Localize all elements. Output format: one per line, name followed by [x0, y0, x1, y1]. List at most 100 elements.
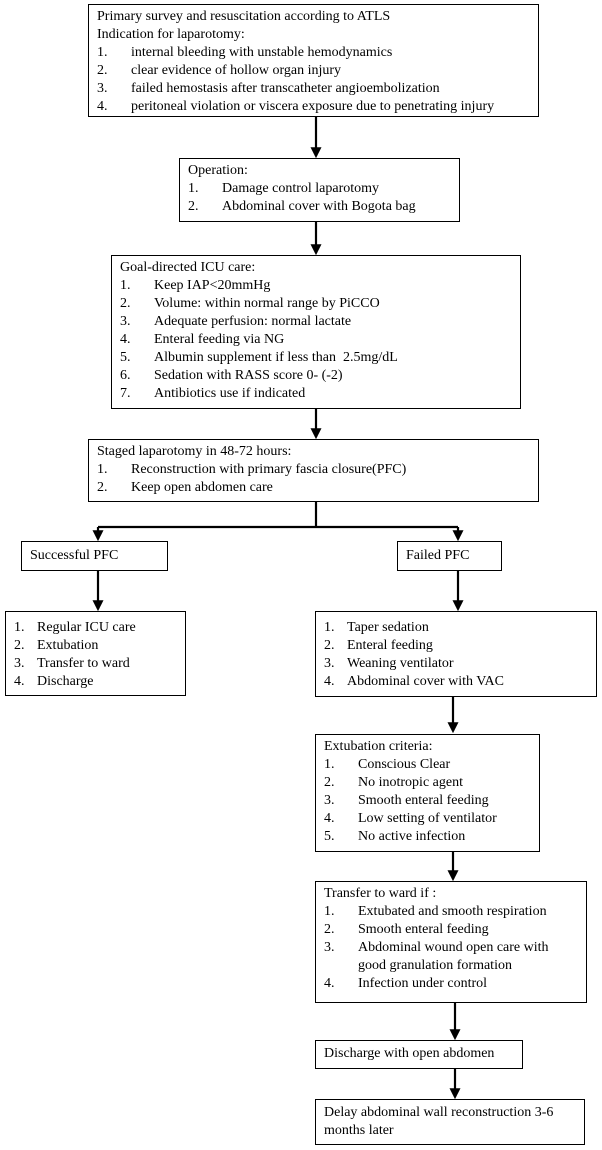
item-number: 4. [324, 674, 335, 689]
list-item: 1.Taper sedation [324, 619, 588, 637]
item-number: 5. [120, 350, 131, 365]
list-item: 3. Smooth enteral feeding [324, 792, 531, 810]
transfer-criteria-title: Transfer to ward if : [324, 886, 437, 901]
extubation-criteria-title: Extubation criteria: [324, 739, 433, 754]
item-text: Damage control laparotomy [222, 181, 380, 196]
list-item: 4. Enteral feeding via NG [120, 331, 512, 349]
item-text: Transfer to ward [37, 656, 130, 671]
item-text: Sedation with RASS score 0- (-2) [154, 368, 343, 383]
item-number: 2. [324, 922, 335, 937]
failed-pfc-box: Failed PFC [397, 541, 502, 571]
transfer-criteria-list: 1.Extubated and smooth respiration 2.Smo… [324, 903, 578, 993]
item-text: Smooth enteral feeding [358, 922, 489, 937]
item-text: Abdominal wound open care with good gran… [358, 940, 549, 973]
item-number: 1. [14, 620, 25, 635]
staged-laparotomy-list: 1.Reconstruction with primary fascia clo… [97, 461, 530, 497]
list-item: 2. Keep open abdomen care [97, 479, 530, 497]
list-item: 5.No active infection [324, 828, 531, 846]
item-text: Volume: within normal range by PiCCO [154, 296, 380, 311]
item-text: Extubation [37, 638, 99, 653]
item-text: Weaning ventilator [347, 656, 454, 671]
item-number: 4. [97, 99, 108, 114]
item-text: Regular ICU care [37, 620, 136, 635]
item-number: 2. [324, 638, 335, 653]
item-number: 1. [97, 45, 108, 60]
item-text: Taper sedation [347, 620, 429, 635]
item-text: peritoneal violation or viscera exposure… [131, 99, 495, 114]
delay-reconstruction-label: Delay abdominal wall reconstruction 3-6 … [324, 1105, 554, 1138]
survey-list: 1. internal bleeding with unstable hemody… [97, 44, 530, 116]
item-number: 1. [188, 181, 199, 196]
icu-care-list: 1.Keep IAP<20mmHg 2. Volume: within norma… [120, 277, 512, 403]
extubation-criteria-list: 1. Conscious Clear 2.No inotropic agent 3… [324, 756, 531, 846]
item-text: Discharge [37, 674, 94, 689]
list-item: 2.No inotropic agent [324, 774, 531, 792]
item-text: Smooth enteral feeding [358, 793, 489, 808]
item-text: clear evidence of hollow organ injury [131, 63, 342, 78]
discharge-box: Discharge with open abdomen [315, 1040, 523, 1069]
list-item: 1. Damage control laparotomy [188, 180, 451, 198]
item-number: 7. [120, 386, 131, 401]
item-text: Abdominal cover with Bogota bag [222, 199, 416, 214]
item-number: 4. [324, 976, 335, 991]
item-number: 3. [120, 314, 131, 329]
list-item: 7.Antibiotics use if indicated [120, 385, 512, 403]
list-item: 2. Abdominal cover with Bogota bag [188, 198, 451, 216]
item-number: 2. [120, 296, 131, 311]
delay-reconstruction-box: Delay abdominal wall reconstruction 3-6 … [315, 1099, 585, 1145]
item-text: Enteral feeding [347, 638, 433, 653]
item-number: 4. [14, 674, 25, 689]
survey-subtitle: Indication for laparotomy: [97, 27, 245, 42]
item-number: 3. [324, 656, 335, 671]
item-number: 3. [14, 656, 25, 671]
list-item: 2. Enteral feeding [324, 637, 588, 655]
failed-pfc-label: Failed PFC [406, 548, 470, 563]
success-steps-list: 1.Regular ICU care 2.Extubation 3.Transf… [14, 619, 177, 691]
staged-laparotomy-box: Staged laparotomy in 48-72 hours: 1.Reco… [88, 439, 539, 502]
list-item: 4. Discharge [14, 673, 177, 691]
item-number: 4. [324, 811, 335, 826]
item-number: 2. [97, 480, 108, 495]
item-number: 2. [188, 199, 199, 214]
survey-box: Primary survey and resuscitation accordi… [88, 4, 539, 117]
failed-steps-list: 1.Taper sedation 2. Enteral feeding 3. Wea… [324, 619, 588, 691]
item-text: internal bleeding with unstable hemodyna… [131, 45, 393, 60]
item-number: 2. [97, 63, 108, 78]
item-text: Keep open abdomen care [131, 480, 273, 495]
icu-care-title: Goal-directed ICU care: [120, 260, 256, 275]
list-item: 3. Weaning ventilator [324, 655, 588, 673]
survey-title: Primary survey and resuscitation accordi… [97, 9, 391, 24]
item-number: 3. [324, 793, 335, 808]
successful-pfc-label: Successful PFC [30, 548, 119, 563]
success-steps-box: 1.Regular ICU care 2.Extubation 3.Transf… [5, 611, 186, 696]
item-number: 1. [324, 904, 335, 919]
item-text: Enteral feeding via NG [154, 332, 285, 347]
discharge-label: Discharge with open abdomen [324, 1046, 495, 1061]
item-number: 6. [120, 368, 131, 383]
list-item: 2. Volume: within normal range by PiCCO [120, 295, 512, 313]
item-text: Infection under control [358, 976, 488, 991]
staged-laparotomy-title: Staged laparotomy in 48-72 hours: [97, 444, 292, 459]
list-item: 1. internal bleeding with unstable hemody… [97, 44, 530, 62]
list-item: 5. Albumin supplement if less than 2.5mg/… [120, 349, 512, 367]
item-text: Albumin supplement if less than 2.5mg/dL [154, 350, 398, 365]
list-item: 6. Sedation with RASS score 0- (-2) [120, 367, 512, 385]
transfer-criteria-box: Transfer to ward if : 1.Extubated and sm… [315, 881, 587, 1003]
item-text: Conscious Clear [358, 757, 451, 772]
item-text: Adequate perfusion: normal lactate [154, 314, 352, 329]
item-number: 4. [120, 332, 131, 347]
item-number: 1. [324, 757, 335, 772]
extubation-criteria-box: Extubation criteria: 1. Conscious Clear 2… [315, 734, 540, 852]
list-item: 4. peritoneal violation or viscera exposu… [97, 98, 530, 116]
list-item: 1.Keep IAP<20mmHg [120, 277, 512, 295]
item-text: failed hemostasis after transcatheter an… [131, 81, 440, 96]
list-item: 4.Low setting of ventilator [324, 810, 531, 828]
item-text: Reconstruction with primary fascia closu… [131, 462, 407, 477]
item-number: 1. [120, 278, 131, 293]
list-item: 3. Adequate perfusion: normal lactate [120, 313, 512, 331]
operation-title: Operation: [188, 163, 248, 178]
item-number: 3. [324, 940, 335, 955]
item-number: 5. [324, 829, 335, 844]
list-item: 2. clear evidence of hollow organ injury [97, 62, 530, 80]
